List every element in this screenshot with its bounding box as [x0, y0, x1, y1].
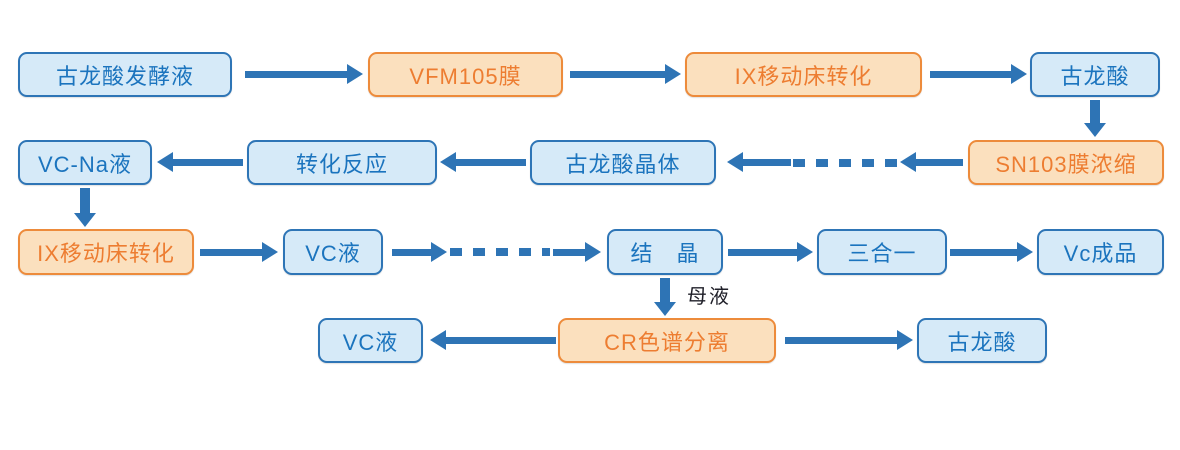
- node-vc-liquid-2: VC液: [318, 318, 423, 363]
- node-vc-na-liquid: VC-Na液: [18, 140, 152, 185]
- arrow-cr-to-gulonic2-icon: [785, 330, 913, 350]
- node-gulonic-acid-crystal: 古龙酸晶体: [530, 140, 716, 185]
- arrow-sn103-to-crystal-tail-icon: [900, 152, 963, 172]
- arrow-vc1-to-cryst-head-icon: [392, 242, 447, 262]
- node-vc-product: Vc成品: [1037, 229, 1164, 275]
- arrow-crystal-to-conversion-icon: [440, 152, 526, 172]
- node-cr-chromatography: CR色谱分离: [558, 318, 776, 363]
- node-gulonic-acid-1: 古龙酸: [1030, 52, 1160, 97]
- node-ix-moving-bed-1: IX移动床转化: [685, 52, 922, 97]
- arrow-vc1-to-cryst-tail-icon: [553, 242, 601, 262]
- node-three-in-one: 三合一: [817, 229, 947, 275]
- arrow-sn103-to-crystal-head-icon: [727, 152, 791, 172]
- node-gulonic-acid-2: 古龙酸: [917, 318, 1047, 363]
- node-ix-moving-bed-2: IX移动床转化: [18, 229, 194, 275]
- arrow-gulonic1-to-sn103-icon: [1084, 100, 1106, 137]
- arrow-ix1-to-gulonic1-icon: [930, 64, 1027, 84]
- arrow-vfm105-to-ix1-icon: [570, 64, 681, 84]
- arrow-ix2-to-vc1-icon: [200, 242, 278, 262]
- node-crystallization: 结 晶: [607, 229, 723, 275]
- node-sn103-membrane: SN103膜浓缩: [968, 140, 1164, 185]
- arrow-cryst-to-threeinone-icon: [728, 242, 813, 262]
- node-fermentation-broth: 古龙酸发酵液: [18, 52, 232, 97]
- arrow-sn103-to-crystal-dashes-icon: [793, 159, 897, 167]
- node-vfm105-membrane: VFM105膜: [368, 52, 563, 97]
- arrow-vcna-to-ix2-icon: [74, 188, 96, 227]
- node-vc-liquid-1: VC液: [283, 229, 383, 275]
- arrow-threeinone-to-product-icon: [950, 242, 1033, 262]
- arrow-cryst-to-cr-icon: [654, 278, 676, 316]
- arrow-broth-to-vfm105-icon: [245, 64, 363, 84]
- node-conversion-reaction: 转化反应: [247, 140, 437, 185]
- mother-liquor-label: 母液: [687, 286, 731, 308]
- arrow-conversion-to-vcna-icon: [157, 152, 243, 172]
- arrow-vc1-to-cryst-dashes-icon: [450, 248, 550, 256]
- arrow-cr-to-vc2-icon: [430, 330, 556, 350]
